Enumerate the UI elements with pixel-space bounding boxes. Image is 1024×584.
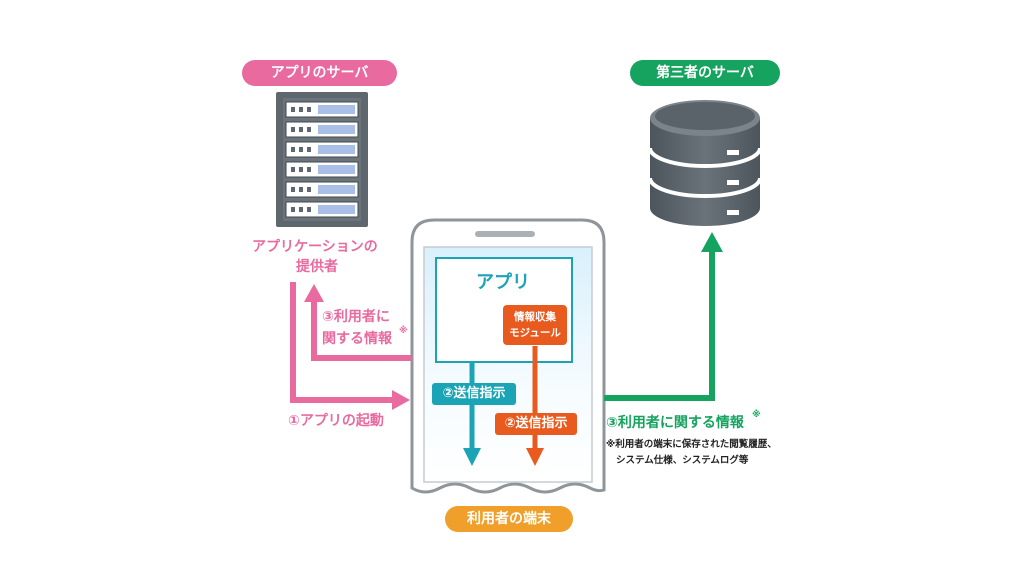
third-party-server-label: 第三者のサーバ bbox=[630, 60, 780, 86]
app-launch-label: ①アプリの起動 bbox=[288, 413, 384, 429]
smartphone-icon bbox=[410, 218, 606, 494]
rack-unit-light bbox=[291, 187, 295, 192]
app-server-label: アプリのサーバ bbox=[242, 60, 397, 86]
third-info-label: ③利用者に関する情報 bbox=[606, 415, 744, 431]
rack-unit-light bbox=[307, 187, 311, 192]
rack-unit-panel bbox=[318, 185, 355, 194]
rack-unit-light bbox=[291, 107, 295, 112]
info-return-line2: 関する情報 bbox=[322, 331, 392, 347]
rack-unit-light bbox=[299, 107, 303, 112]
module-line1: 情報収集 bbox=[514, 311, 556, 323]
device-label: 利用者の端末 bbox=[445, 506, 573, 532]
rack-unit-light bbox=[299, 207, 303, 212]
rack-unit-light bbox=[291, 127, 295, 132]
third-info-asterisk: ※ bbox=[752, 410, 761, 420]
provider-line1: アプリケーションの bbox=[252, 239, 378, 255]
rack-unit-light bbox=[299, 167, 303, 172]
server-rack-icon bbox=[276, 92, 368, 227]
note-line2: システム仕様、システムログ等 bbox=[616, 455, 749, 466]
rack-unit-light bbox=[291, 167, 295, 172]
info-module-box: 情報収集 モジュール bbox=[503, 305, 567, 345]
send-instruction-orange: ②送信指示 bbox=[495, 413, 577, 435]
database-icon bbox=[648, 100, 762, 226]
rack-unit-light bbox=[299, 127, 303, 132]
rack-unit-panel bbox=[318, 165, 355, 174]
rack-unit-light bbox=[307, 207, 311, 212]
rack-unit-light bbox=[307, 147, 311, 152]
rack-unit-light bbox=[299, 147, 303, 152]
rack-unit-light bbox=[291, 207, 295, 212]
rack-unit-light bbox=[291, 147, 295, 152]
rack-unit-light bbox=[307, 167, 311, 172]
provider-line2: 提供者 bbox=[296, 259, 338, 275]
pink-arrows bbox=[290, 282, 412, 410]
rack-unit-light bbox=[307, 107, 311, 112]
rack-unit-panel bbox=[318, 205, 355, 214]
rack-unit-light bbox=[299, 187, 303, 192]
info-return-line1: ③利用者に bbox=[322, 309, 390, 325]
rack-unit-panel bbox=[318, 105, 355, 114]
rack-unit-panel bbox=[318, 125, 355, 134]
rack-unit-light bbox=[307, 127, 311, 132]
note-line1: ※利用者の端末に保存された閲覧履歴、 bbox=[606, 439, 777, 450]
module-line2: モジュール bbox=[509, 327, 561, 339]
send-instruction-teal: ②送信指示 bbox=[432, 383, 516, 405]
rack-unit-panel bbox=[318, 145, 355, 154]
green-arrow bbox=[604, 232, 723, 401]
teal-arrow bbox=[463, 362, 481, 466]
info-return-asterisk: ※ bbox=[399, 326, 408, 336]
app-title: アプリ bbox=[476, 272, 530, 293]
